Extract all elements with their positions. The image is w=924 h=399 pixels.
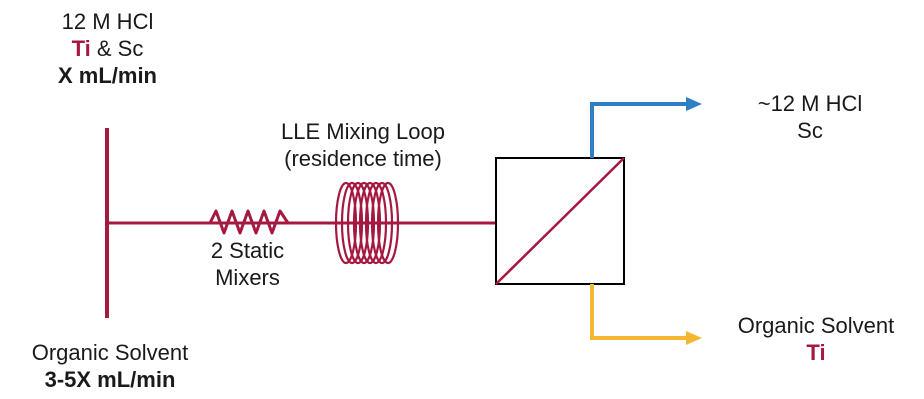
inlet-top-label: 12 M HCl Ti & Sc X mL/min <box>40 8 175 89</box>
inlet-bottom-solvent: Organic Solvent <box>31 340 189 365</box>
organic-outlet-label: Organic Solvent Ti <box>712 312 920 366</box>
aqueous-outlet-label: ~12 M HCl Sc <box>735 90 885 144</box>
inlet-top-sc: & Sc <box>90 36 144 61</box>
mixing-loop-line1: LLE Mixing Loop <box>281 119 445 144</box>
inlet-top-metals: Ti & Sc <box>40 35 175 62</box>
inlet-top-rate: X mL/min <box>57 63 157 88</box>
aqueous-outlet-line <box>590 102 688 158</box>
static-mixers-label: 2 Static Mixers <box>185 237 310 291</box>
organic-outlet-arrow <box>686 331 702 345</box>
aqueous-outlet-acid: ~12 M HCl <box>757 91 863 116</box>
inlet-top-ti: Ti <box>71 36 91 61</box>
membrane-separator <box>495 157 625 285</box>
static-mixer-symbol <box>208 209 290 235</box>
static-mixers-line2: Mixers <box>215 265 280 290</box>
organic-outlet-solvent: Organic Solvent <box>737 313 895 338</box>
aqueous-outlet-sc: Sc <box>797 118 823 143</box>
organic-outlet-line <box>590 284 688 340</box>
organic-outlet-ti: Ti <box>806 340 826 365</box>
static-mixers-line1: 2 Static <box>210 238 285 263</box>
mixing-loop-label: LLE Mixing Loop (residence time) <box>238 118 488 172</box>
inlet-bottom-label: Organic Solvent 3-5X mL/min <box>5 339 215 393</box>
mixing-loop-coil <box>334 181 400 265</box>
inlet-bottom-rate: 3-5X mL/min <box>44 367 176 392</box>
mixing-loop-line2: (residence time) <box>284 146 442 171</box>
inlet-top-acid: 12 M HCl <box>61 9 154 34</box>
aqueous-outlet-arrow <box>686 97 702 111</box>
